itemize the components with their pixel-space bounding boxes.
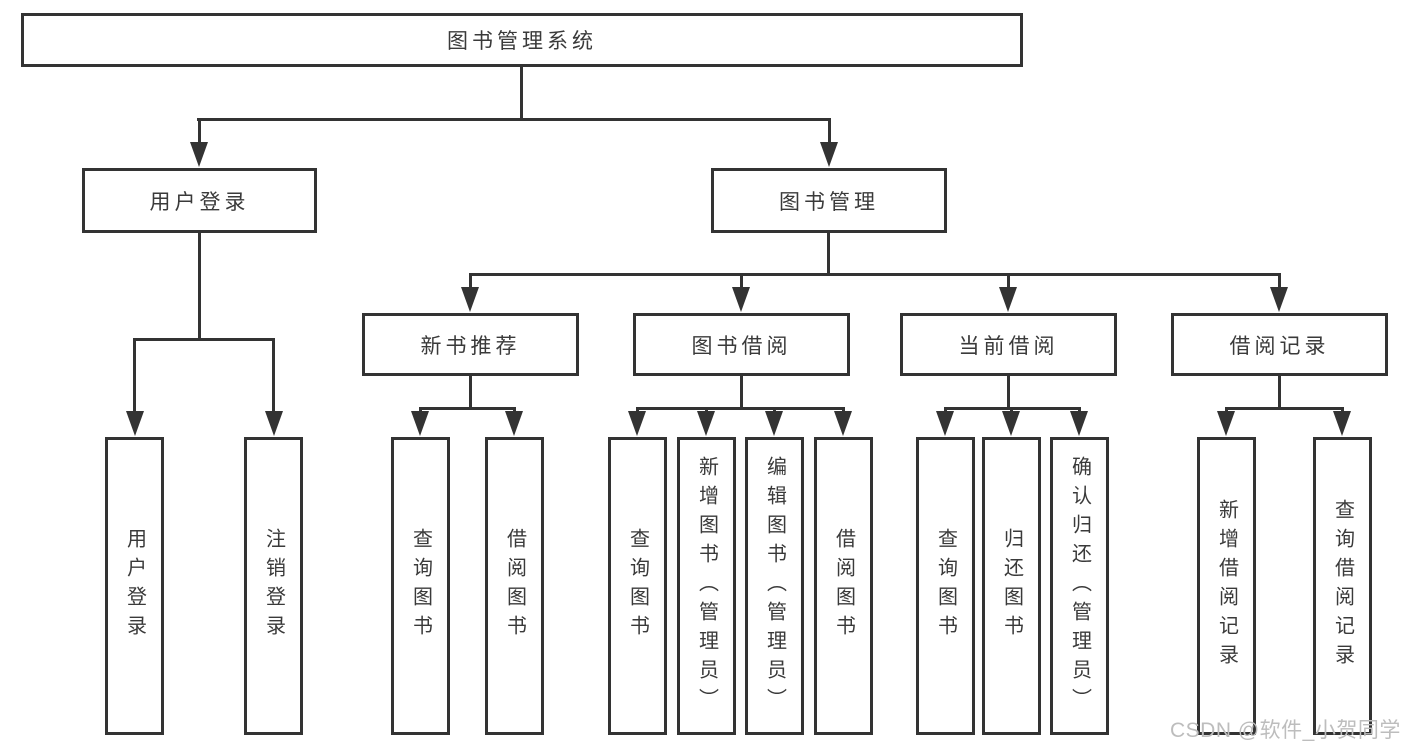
leaf-label: 编辑图书（管理员）: [763, 455, 786, 717]
arrow-down-icon: [1270, 287, 1288, 312]
connector-line: [636, 407, 845, 410]
arrow-down-icon: [190, 142, 208, 167]
leaf-label: 查询图书: [934, 528, 957, 644]
leaf-logout: 注销登录: [244, 437, 303, 735]
leaf-query-borrow-record: 查询借阅记录: [1313, 437, 1372, 735]
connector-line: [197, 118, 831, 121]
node-current-borrowing: 当前借阅: [900, 313, 1117, 376]
connector-line: [1278, 376, 1281, 407]
connector-line: [1007, 376, 1010, 407]
arrow-down-icon: [1070, 411, 1088, 436]
arrow-down-icon: [628, 411, 646, 436]
leaf-label: 查询借阅记录: [1331, 499, 1354, 673]
leaf-label: 归还图书: [1000, 528, 1023, 644]
leaf-label: 查询图书: [409, 528, 432, 644]
arrow-down-icon: [820, 142, 838, 167]
leaf-query-books-newbooks: 查询图书: [391, 437, 450, 735]
leaf-edit-books-admin: 编辑图书（管理员）: [745, 437, 804, 735]
leaf-add-borrow-record: 新增借阅记录: [1197, 437, 1256, 735]
leaf-add-books-admin: 新增图书（管理员）: [677, 437, 736, 735]
leaf-label: 借阅图书: [503, 528, 526, 644]
leaf-user-login: 用户登录: [105, 437, 164, 735]
arrow-down-icon: [265, 411, 283, 436]
arrow-down-icon: [1333, 411, 1351, 436]
leaf-label: 用户登录: [123, 528, 146, 644]
leaf-label: 新增借阅记录: [1215, 499, 1238, 673]
arrow-down-icon: [1217, 411, 1235, 436]
csdn-watermark: CSDN @软件_小贺同学: [1170, 719, 1401, 742]
arrow-down-icon: [936, 411, 954, 436]
connector-line: [198, 118, 201, 146]
leaf-return-books: 归还图书: [982, 437, 1041, 735]
leaf-confirm-return-admin: 确认归还（管理员）: [1050, 437, 1109, 735]
arrow-down-icon: [126, 411, 144, 436]
connector-line: [133, 338, 136, 416]
connector-line: [272, 338, 275, 416]
leaf-label: 确认归还（管理员）: [1068, 455, 1091, 717]
connector-line: [469, 273, 472, 291]
leaf-label: 借阅图书: [832, 528, 855, 644]
connector-line: [1225, 407, 1344, 410]
connector-line: [133, 338, 275, 341]
arrow-down-icon: [697, 411, 715, 436]
node-book-management: 图书管理: [711, 168, 947, 233]
arrow-down-icon: [505, 411, 523, 436]
arrow-down-icon: [461, 287, 479, 312]
leaf-query-books-borrow: 查询图书: [608, 437, 667, 735]
connector-line: [419, 407, 516, 410]
connector-line: [827, 233, 830, 273]
arrow-down-icon: [411, 411, 429, 436]
node-borrowing-records: 借阅记录: [1171, 313, 1388, 376]
arrow-down-icon: [732, 287, 750, 312]
arrow-down-icon: [765, 411, 783, 436]
connector-line: [469, 273, 1281, 276]
arrow-down-icon: [999, 287, 1017, 312]
connector-line: [1278, 273, 1281, 291]
leaf-query-books-current: 查询图书: [916, 437, 975, 735]
connector-line: [740, 273, 743, 291]
leaf-label: 新增图书（管理员）: [695, 455, 718, 717]
connector-line: [740, 376, 743, 407]
leaf-label: 注销登录: [262, 528, 285, 644]
arrow-down-icon: [1002, 411, 1020, 436]
leaf-label: 查询图书: [626, 528, 649, 644]
node-root: 图书管理系统: [21, 13, 1023, 67]
leaf-borrow-books-newbooks: 借阅图书: [485, 437, 544, 735]
node-new-book-recommend: 新书推荐: [362, 313, 579, 376]
connector-line: [828, 118, 831, 146]
node-book-borrowing: 图书借阅: [633, 313, 850, 376]
connector-line: [198, 233, 201, 338]
node-user-login: 用户登录: [82, 168, 317, 233]
leaf-borrow-books: 借阅图书: [814, 437, 873, 735]
connector-line: [520, 66, 523, 119]
connector-line: [469, 376, 472, 407]
connector-line: [1007, 273, 1010, 291]
arrow-down-icon: [834, 411, 852, 436]
